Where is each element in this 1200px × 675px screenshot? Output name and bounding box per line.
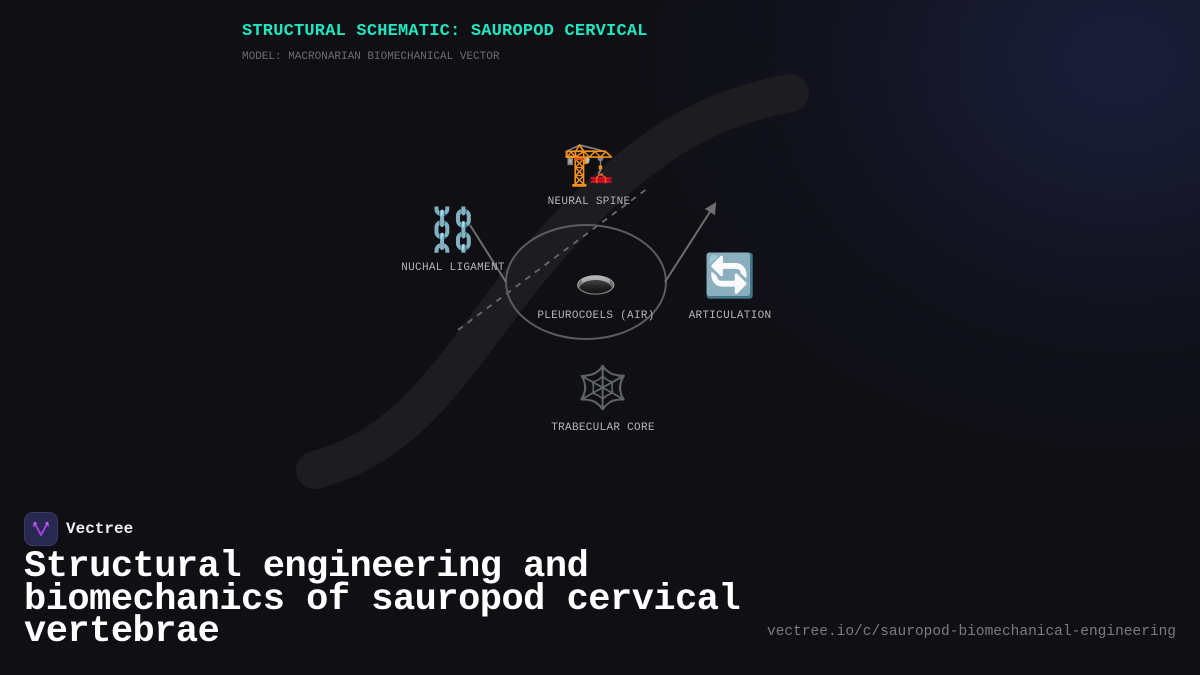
schematic-title: STRUCTURAL SCHEMATIC: SAUROPOD CERVICAL (242, 22, 648, 41)
node-label: TRABECULAR CORE (551, 422, 655, 434)
node-label: ARTICULATION (688, 310, 772, 322)
node-label: PLEUROCOELS (AIR) (537, 310, 655, 322)
construction-crane-icon: 🏗️ (562, 139, 616, 188)
spider-web-icon: 🕸️ (576, 363, 630, 412)
node-pleurocoels: 🕳️ PLEUROCOELS (AIR) (531, 260, 661, 322)
neck-curve-band (296, 74, 809, 489)
articulation-vector-arrow (664, 201, 717, 283)
node-label: NEURAL SPINE (547, 196, 631, 208)
page-url[interactable]: vectree.io/c/sauropod-biomechanical-engi… (767, 624, 1176, 640)
schematic-subtitle: MODEL: MACRONARIAN BIOMECHANICAL VECTOR (242, 51, 500, 63)
node-articulation: 🔄 ARTICULATION (680, 251, 780, 323)
brand: Vectree (24, 512, 133, 546)
node-trabecular-core: 🕸️ TRABECULAR CORE (548, 363, 658, 435)
vectree-logo-icon (24, 512, 58, 546)
node-neural-spine: 🏗️ NEURAL SPINE (539, 139, 639, 209)
brand-name: Vectree (66, 520, 134, 538)
ligament-tension-line (469, 224, 507, 283)
hole-icon: 🕳️ (574, 260, 618, 300)
load-vector-dashed (457, 187, 649, 331)
repeat-arrows-icon: 🔄 (703, 251, 757, 300)
page-headline: Structural engineering and biomechanics … (24, 546, 741, 653)
chains-icon: ⛓️ (426, 205, 480, 254)
node-label: NUCHAL LIGAMENT (401, 262, 505, 274)
node-nuchal-ligament: ⛓️ NUCHAL LIGAMENT (398, 205, 508, 275)
